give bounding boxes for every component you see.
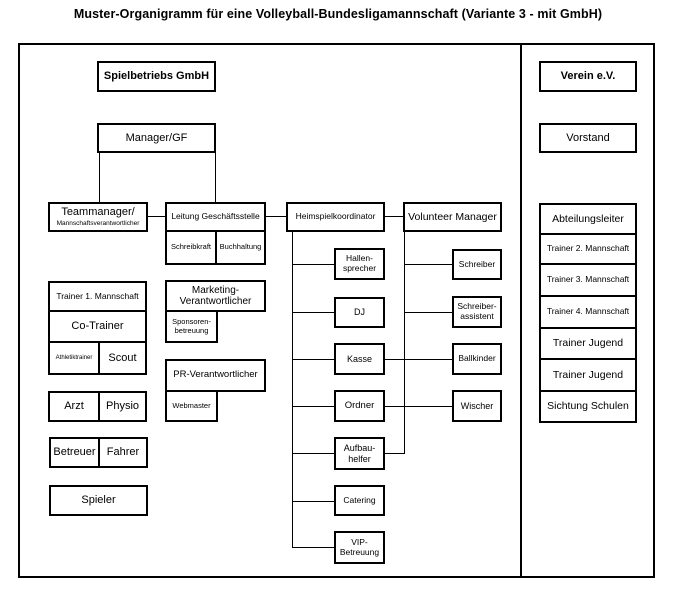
node-webmaster: Webmaster	[165, 390, 218, 422]
node-aufbauhelfer: Aufbau- helfer	[334, 437, 385, 470]
connector-line	[292, 312, 334, 313]
teammanager-subtitle: Mannschaftsverantwortlicher	[56, 220, 140, 228]
node-verein-ev: Verein e.V.	[539, 61, 637, 92]
node-leitung-geschaeftsstelle: Leitung Geschäftsstelle	[165, 202, 266, 232]
node-trainer-2-mannschaft: Trainer 2. Mannschaft	[539, 233, 637, 265]
cell-arzt: Arzt	[48, 391, 100, 422]
node-sponsorenbetreuung: Sponsoren- betreuung	[165, 310, 218, 343]
cell-fahrer: Fahrer	[98, 437, 148, 468]
connector-manager-teammanager	[99, 153, 100, 202]
node-catering: Catering	[334, 485, 385, 516]
cell-betreuer: Betreuer	[49, 437, 100, 468]
node-co-trainer: Co-Trainer	[48, 310, 147, 343]
connector-line	[404, 312, 452, 313]
connector-manager-geschaeftsstelle	[215, 153, 216, 202]
node-hallensprecher: Hallen- sprecher	[334, 248, 385, 280]
node-vorstand: Vorstand	[539, 123, 637, 153]
node-manager-gf: Manager/GF	[97, 123, 216, 153]
connector-kasse-ballkinder	[384, 359, 452, 360]
node-trainer-1-mannschaft: Trainer 1. Mannschaft	[48, 281, 147, 312]
cell-physio: Physio	[98, 391, 147, 422]
node-dj: DJ	[334, 297, 385, 328]
cell-buchhaltung: Buchhaltung	[215, 230, 266, 265]
cell-athletiktrainer: Athletiktrainer	[48, 341, 100, 375]
connector-line	[292, 547, 334, 548]
connector-aufbau-volunteer	[384, 453, 405, 454]
node-ordner: Ordner	[334, 390, 385, 422]
node-schreiberassistent: Schreiber- assistent	[452, 296, 502, 328]
connector-line	[148, 216, 165, 217]
node-vip-betreuung: VIP- Betreuung	[334, 531, 385, 564]
connector-line	[292, 264, 334, 265]
heimspiel-spine	[292, 232, 293, 547]
connector-line	[266, 216, 286, 217]
node-heimspielkoordinator: Heimspielkoordinator	[286, 202, 385, 232]
node-sichtung-schulen: Sichtung Schulen	[539, 390, 637, 423]
node-ballkinder: Ballkinder	[452, 343, 502, 375]
node-abteilungsleiter: Abteilungsleiter	[539, 203, 637, 235]
connector-line	[404, 264, 452, 265]
node-spieler: Spieler	[49, 485, 148, 516]
connector-line	[292, 406, 334, 407]
teammanager-title: Teammanager/	[61, 206, 135, 219]
node-spielbetriebs-gmbh: Spielbetriebs GmbH	[97, 61, 216, 92]
connector-line	[292, 453, 334, 454]
node-trainer-jugend-1: Trainer Jugend	[539, 327, 637, 360]
cell-scout: Scout	[98, 341, 147, 375]
cell-schreibkraft: Schreibkraft	[165, 230, 217, 265]
connector-line	[385, 216, 403, 217]
org-frame	[18, 43, 655, 578]
node-wischer: Wischer	[452, 390, 502, 422]
column-divider	[520, 43, 522, 578]
node-kasse: Kasse	[334, 343, 385, 375]
node-marketing-verantwortlicher: Marketing- Verantwortlicher	[165, 280, 266, 312]
node-schreiber: Schreiber	[452, 249, 502, 280]
node-trainer-jugend-2: Trainer Jugend	[539, 358, 637, 392]
diagram-title: Muster-Organigramm für eine Volleyball-B…	[73, 7, 603, 21]
connector-line	[292, 501, 334, 502]
node-teammanager: Teammanager/ Mannschaftsverantwortlicher	[48, 202, 148, 232]
node-trainer-3-mannschaft: Trainer 3. Mannschaft	[539, 263, 637, 297]
node-pr-verantwortlicher: PR-Verantwortlicher	[165, 359, 266, 392]
node-volunteer-manager: Volunteer Manager	[403, 202, 502, 232]
node-trainer-4-mannschaft: Trainer 4. Mannschaft	[539, 295, 637, 329]
volunteer-spine	[404, 232, 405, 453]
connector-line	[292, 359, 334, 360]
connector-ordner-wischer	[384, 406, 452, 407]
